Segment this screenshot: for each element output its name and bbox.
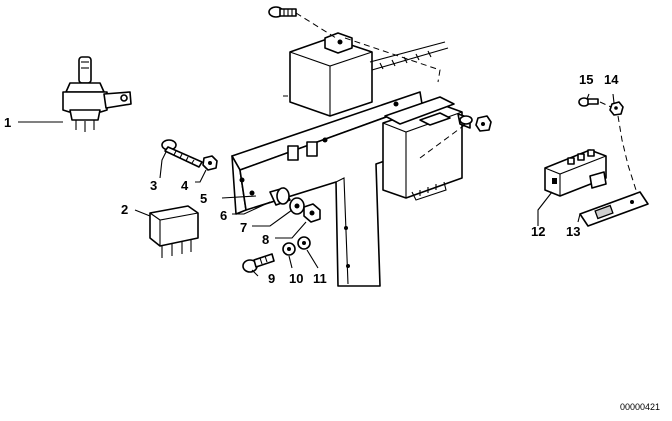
callout-8: 8: [262, 232, 269, 247]
part-4-nut: [195, 155, 218, 183]
part-14-nut: [599, 93, 637, 191]
callout-11: 11: [313, 271, 327, 286]
part-10-washer: [282, 242, 296, 269]
module-hardware: [419, 115, 492, 159]
callout-15: 15: [579, 72, 593, 87]
part-7-washer: [252, 197, 305, 227]
callout-1: 1: [4, 115, 11, 130]
part-6-bushing: [232, 187, 291, 215]
part-8-nut: [275, 203, 321, 239]
part-15-screw: [578, 93, 599, 107]
callout-14: 14: [604, 72, 619, 87]
part-13-plate: [577, 191, 649, 227]
callout-4: 4: [181, 178, 189, 193]
callout-13: 13: [566, 224, 580, 239]
callout-12: 12: [531, 224, 545, 239]
reference-number: 00000421: [620, 402, 660, 412]
callout-7: 7: [240, 220, 247, 235]
callout-3: 3: [150, 178, 157, 193]
part-1-switch-unit: [18, 56, 132, 132]
part-12-connector: [537, 149, 607, 226]
part-2-relay: [134, 205, 199, 258]
callout-labels: 1 2 3 4 5 6 7 8 9 10 11 12 13 14 15: [4, 72, 619, 286]
callout-10: 10: [289, 271, 303, 286]
callout-5: 5: [200, 191, 207, 206]
callout-6: 6: [220, 208, 227, 223]
part-3-screw: [159, 139, 203, 179]
part-5-spacer: [221, 195, 257, 199]
callout-9: 9: [268, 271, 275, 286]
callout-2: 2: [121, 202, 128, 217]
part-11-washer: [297, 236, 319, 269]
control-module-upper: [283, 32, 449, 117]
control-module-right: [382, 96, 471, 201]
part-9-screw: [242, 253, 275, 277]
top-screw: [268, 6, 337, 39]
